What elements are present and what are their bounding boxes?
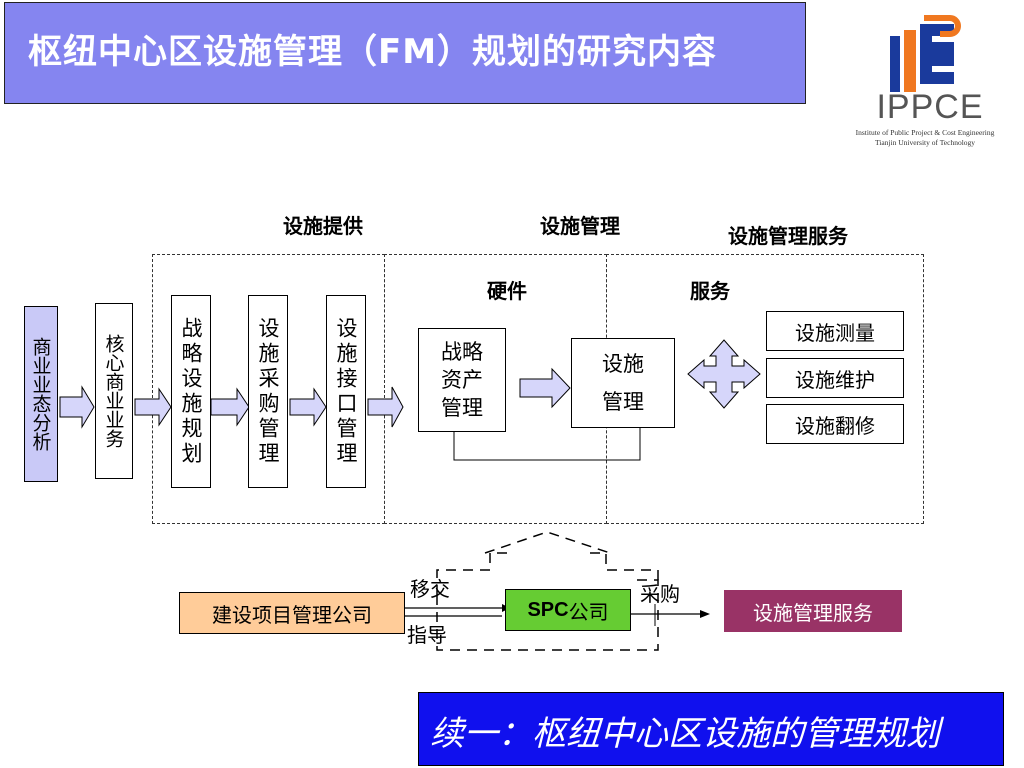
spc-label: SPC [527,598,569,621]
facility-management-line2: 管理 [602,390,644,414]
service-renovate-box: 设施翻修 [766,404,904,444]
footer-title: 续一：枢纽中心区设施的管理规划 [430,714,940,754]
construction-company-box: 建设项目管理公司 [179,592,405,634]
logo-name: IPPCE [876,88,984,126]
title-bar [4,2,806,104]
strategic-planning-box: 战略设施规划 [171,295,211,488]
spc-suffix: 公司 [568,599,609,624]
business-analysis-box: 商业业态分析 [24,306,58,482]
facility-management-box: 设施 管理 [571,338,675,428]
procurement-label: 采购 [640,582,680,606]
service-measure-box: 设施测量 [766,311,904,351]
interface-box: 设施接口管理 [326,295,366,488]
facility-management-line1: 设施 [602,352,644,376]
logo-subtitle-1: Institute of Public Project & Cost Engin… [855,128,995,137]
label-services: 服务 [690,279,730,303]
section-service: 设施管理服务 [728,224,848,248]
arrow-4 [289,387,327,427]
cross-arrow [687,339,761,409]
fm-service-box: 设施管理服务 [724,590,902,632]
arrow-6 [519,367,571,409]
section-manage: 设施管理 [540,214,620,238]
page-title: 枢纽中心区设施管理（FM）规划的研究内容 [28,32,718,72]
arrow-3 [210,387,250,427]
handover-label: 移交 [410,577,450,601]
arrow-2 [134,387,172,427]
logo-subtitle-2: Tianjin University of Technology [874,138,976,147]
section-provide: 设施提供 [283,214,363,238]
arrow-5 [367,386,404,428]
arrow-1 [59,385,95,429]
core-business-box: 核心商业业务 [95,303,133,479]
procurement-box: 设施采购管理 [248,295,288,488]
service-maintain-box: 设施维护 [766,358,904,398]
footer-bar [418,692,1004,766]
ippce-logo-icon [890,15,961,92]
guidance-label: 指导 [407,623,447,647]
label-hardware: 硬件 [487,279,527,303]
strategic-asset-box: 战略资产管理 [418,328,506,432]
